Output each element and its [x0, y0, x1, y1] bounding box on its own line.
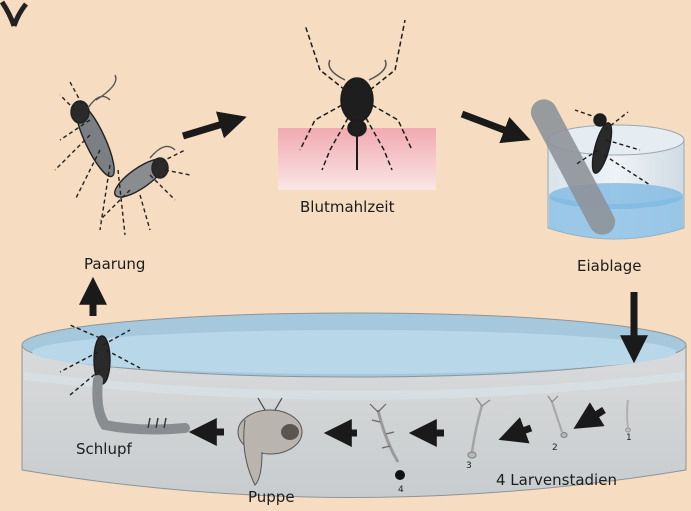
- water-basin: [22, 313, 686, 498]
- label-egg-laying: Eiablage: [577, 257, 641, 275]
- larva-number-2: 2: [552, 443, 558, 453]
- label-emergence: Schlupf: [76, 440, 132, 458]
- label-blood-meal: Blutmahlzeit: [300, 198, 394, 216]
- mating-mosquitoes-illustration: [55, 75, 190, 235]
- arrow-mating-to-blood-meal: [183, 120, 236, 136]
- arrow-blood-meal-to-egg-laying: [462, 114, 520, 136]
- label-mating: Paarung: [84, 255, 145, 273]
- larva-number-1: 1: [626, 433, 632, 443]
- corner-glyph: [2, 2, 26, 26]
- larva-number-4: 4: [398, 485, 404, 495]
- label-pupa: Puppe: [248, 488, 295, 506]
- larva-number-3: 3: [466, 461, 472, 471]
- label-larval-stages: 4 Larvenstadien: [496, 471, 617, 489]
